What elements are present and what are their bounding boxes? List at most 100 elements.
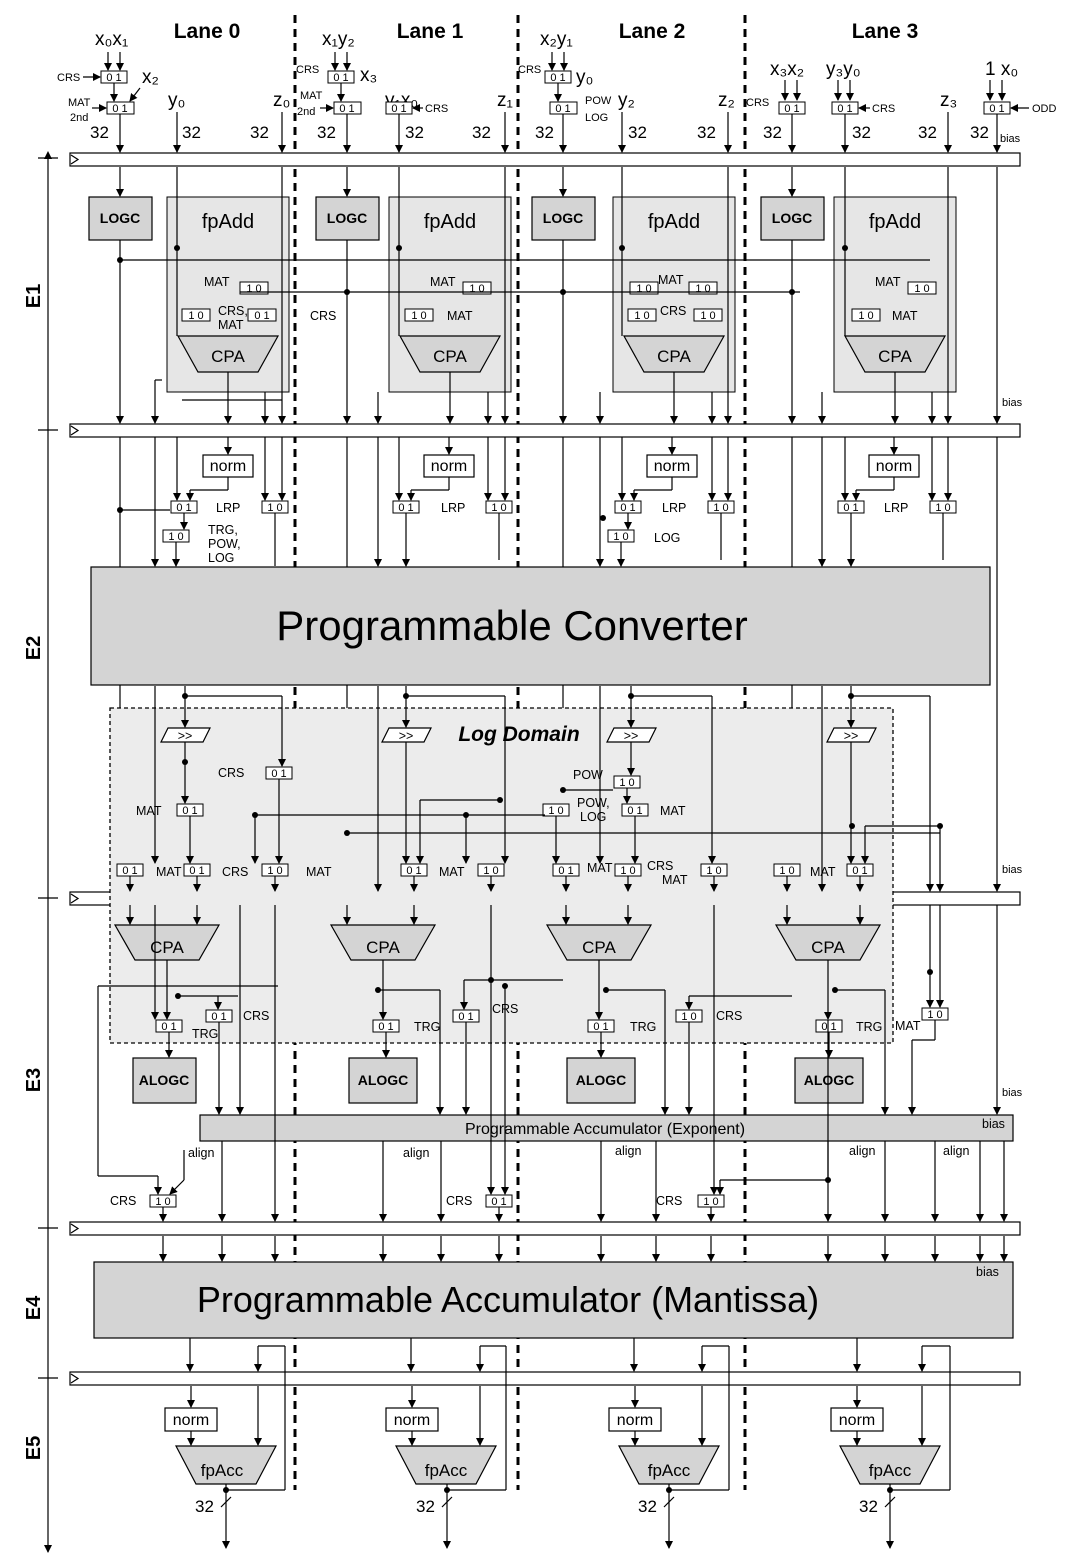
accumulator-mantissa-label: Programmable Accumulator (Mantissa) — [197, 1279, 819, 1320]
svg-text:CRS: CRS — [425, 103, 448, 115]
stage-e4-label: E4 — [23, 1295, 45, 1320]
svg-text:1 0: 1 0 — [703, 1196, 718, 1208]
cpa-adder — [398, 335, 502, 373]
svg-text:fpAcc: fpAcc — [425, 1461, 468, 1480]
svg-text:CRS: CRS — [218, 766, 244, 780]
logc-block — [760, 196, 825, 241]
input-x3x2: x₃x₂ — [770, 59, 804, 80]
svg-text:0 1: 0 1 — [106, 72, 121, 84]
output-width-lane0: 32 — [195, 1497, 214, 1516]
input-1-x0: 1 x₀ — [985, 59, 1018, 80]
svg-text:CPA: CPA — [211, 347, 245, 366]
stage-e2-label: E2 — [23, 636, 45, 660]
svg-text:0 1: 0 1 — [339, 103, 354, 115]
svg-text:1 0: 1 0 — [620, 865, 635, 877]
svg-text:CRS,: CRS, — [218, 304, 248, 318]
svg-text:align: align — [943, 1144, 969, 1158]
svg-text:32: 32 — [250, 123, 269, 142]
register-e5 — [69, 1371, 1021, 1386]
svg-text:LOGC: LOGC — [543, 210, 583, 226]
svg-text:CRS: CRS — [716, 1009, 742, 1023]
svg-text:MAT: MAT — [658, 273, 684, 287]
svg-text:ALOGC: ALOGC — [804, 1072, 855, 1088]
lane0-e1: LOGC fpAdd 1 0 1 0 0 1 MAT CRS, MAT CRS … — [88, 196, 336, 393]
cpa-adder — [176, 335, 280, 373]
svg-text:CRS: CRS — [57, 72, 80, 84]
input-z0: z₀ — [273, 90, 290, 111]
cpa-adder — [622, 335, 726, 373]
svg-text:LOG: LOG — [208, 551, 234, 565]
svg-text:TRG: TRG — [192, 1027, 218, 1041]
svg-text:32: 32 — [628, 123, 647, 142]
svg-text:0 1: 0 1 — [989, 103, 1004, 115]
stage-e3: CPA CPA CPA CPA 0 1 TRG 0 1 CRS 0 1 TRG … — [97, 905, 1023, 1222]
svg-text:0 1: 0 1 — [112, 103, 127, 115]
svg-text:fpAdd: fpAdd — [424, 211, 476, 233]
svg-text:CRS: CRS — [446, 1194, 472, 1208]
svg-text:1 0: 1 0 — [914, 283, 929, 295]
stage-e1: LOGC fpAdd 1 0 1 0 0 1 MAT CRS, MAT CRS … — [88, 167, 1023, 424]
svg-text:1 0: 1 0 — [469, 283, 484, 295]
svg-text:CRS: CRS — [310, 309, 336, 323]
svg-text:CRS: CRS — [296, 64, 319, 76]
svg-text:>>: >> — [844, 729, 859, 743]
stage-e5: norm norm norm norm fpAcc fpAcc fpAcc fp… — [164, 1346, 951, 1549]
svg-text:fpAcc: fpAcc — [869, 1461, 912, 1480]
svg-text:ALOGC: ALOGC — [358, 1072, 409, 1088]
svg-text:MAT: MAT — [218, 318, 244, 332]
output-width-lane3: 32 — [859, 1497, 878, 1516]
input-z2: z₂ — [718, 90, 735, 111]
svg-text:MAT: MAT — [662, 873, 688, 887]
svg-text:CPA: CPA — [878, 347, 912, 366]
svg-text:LRP: LRP — [216, 501, 240, 515]
svg-text:0 1: 0 1 — [211, 1011, 226, 1023]
lane2-e1: LOGC fpAdd 1 0 1 0 1 0 1 0 MAT CRS CPA — [531, 196, 736, 393]
svg-text:1 0: 1 0 — [188, 310, 203, 322]
svg-text:0 1: 0 1 — [458, 1011, 473, 1023]
lane1-e1: LOGC fpAdd 1 0 1 0 MAT MAT CPA — [315, 196, 512, 393]
svg-text:CRS: CRS — [656, 1194, 682, 1208]
svg-text:align: align — [849, 1144, 875, 1158]
svg-text:1 0: 1 0 — [634, 310, 649, 322]
input-y3y0: y₃y₀ — [826, 59, 861, 80]
svg-text:TRG: TRG — [856, 1020, 882, 1034]
cpa-adder — [113, 924, 221, 961]
svg-text:fpAdd: fpAdd — [202, 211, 254, 233]
svg-text:1 0: 1 0 — [858, 310, 873, 322]
svg-text:2nd: 2nd — [297, 106, 315, 118]
svg-text:0 1: 0 1 — [271, 768, 286, 780]
svg-text:fpAdd: fpAdd — [869, 211, 921, 233]
svg-text:fpAcc: fpAcc — [201, 1461, 244, 1480]
svg-text:norm: norm — [210, 458, 246, 475]
output-width-lane1: 32 — [416, 1497, 435, 1516]
shifter — [381, 727, 432, 743]
svg-text:bias: bias — [1002, 864, 1023, 876]
svg-text:1 0: 1 0 — [779, 865, 794, 877]
svg-text:CPA: CPA — [811, 938, 845, 957]
svg-text:MAT: MAT — [587, 861, 613, 875]
svg-text:0 1: 0 1 — [491, 1196, 506, 1208]
svg-text:CRS: CRS — [222, 865, 248, 879]
svg-text:1 0: 1 0 — [619, 777, 634, 789]
cpa-adder — [774, 924, 882, 961]
alogc-block — [566, 1057, 636, 1104]
svg-text:norm: norm — [173, 1412, 209, 1429]
svg-text:norm: norm — [839, 1412, 875, 1429]
svg-text:norm: norm — [617, 1412, 653, 1429]
fpacc-adder — [175, 1445, 277, 1485]
svg-text:POW: POW — [585, 95, 612, 107]
input-x1y2: x₁y₂ — [322, 29, 355, 50]
svg-text:MAT: MAT — [156, 865, 182, 879]
svg-text:bias: bias — [982, 1117, 1005, 1131]
stage-e1-label: E1 — [23, 284, 45, 308]
stage-e4: Programmable Accumulator (Mantissa) bias — [93, 1236, 1014, 1372]
stage-e2: norm norm norm norm 0 1 1 0 LRP 0 1 1 0 … — [90, 437, 1001, 892]
svg-text:32: 32 — [182, 123, 201, 142]
svg-text:MAT: MAT — [306, 865, 332, 879]
logc-block — [315, 196, 380, 241]
register-e2 — [69, 423, 1021, 438]
svg-text:norm: norm — [394, 1412, 430, 1429]
svg-text:CPA: CPA — [366, 938, 400, 957]
svg-text:0 1: 0 1 — [398, 502, 413, 514]
input-z1: z₁ — [497, 90, 513, 111]
